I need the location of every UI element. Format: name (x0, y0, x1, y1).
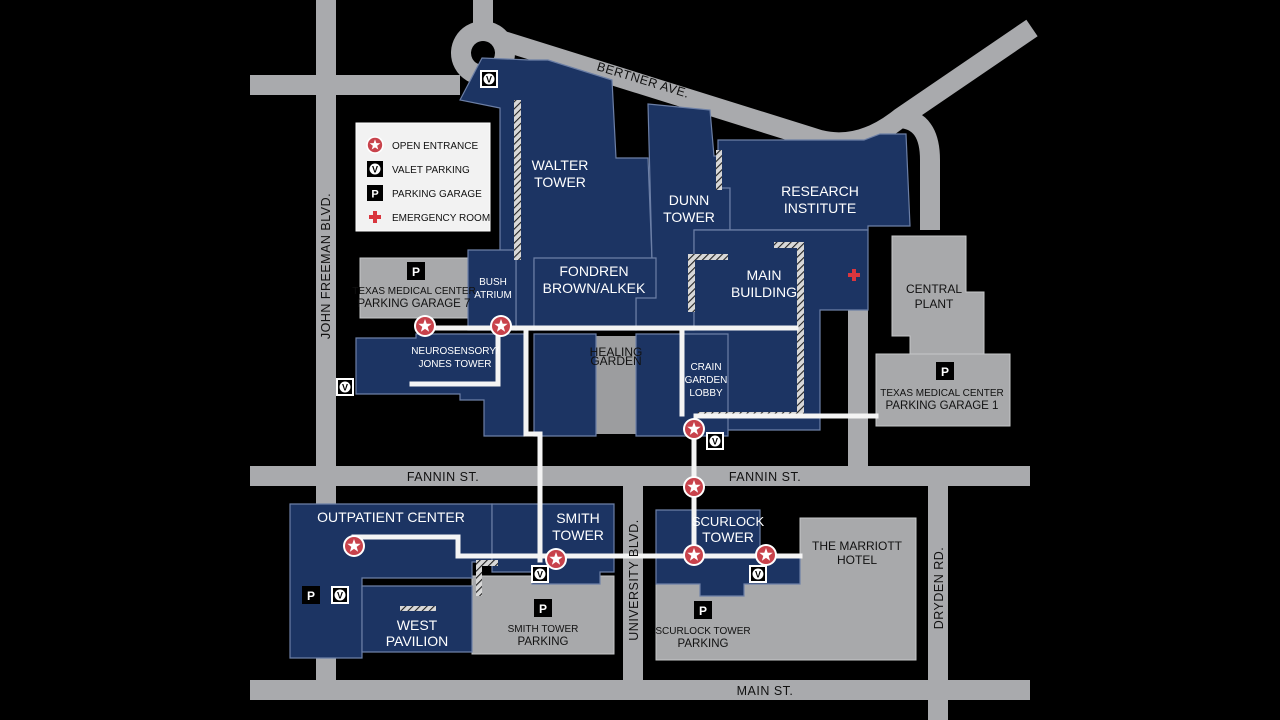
svg-text:P: P (699, 604, 707, 618)
parking-icon[interactable]: P (302, 586, 320, 604)
center-block (533, 333, 597, 437)
skybridge-smith-b (476, 560, 498, 566)
parking-icon[interactable]: P (407, 262, 425, 280)
west-pavilion (361, 585, 473, 653)
entrance-star-icon[interactable] (490, 315, 512, 337)
road-label-university: UNIVERSITY BLVD. (627, 519, 641, 640)
valet-icon[interactable]: V (331, 586, 349, 604)
entrance-star-icon[interactable] (414, 315, 436, 337)
cross-icon (369, 211, 381, 223)
entrance-star-icon[interactable] (755, 544, 777, 566)
svg-text:V: V (537, 570, 543, 580)
road-label-fannin-west: FANNIN ST. (407, 470, 479, 484)
walkway-fannin-left (523, 327, 543, 563)
legend-label: OPEN ENTRANCE (392, 141, 478, 152)
walkway-neuro (409, 335, 501, 387)
valet-icon[interactable]: V (749, 565, 767, 583)
skybridge-walter (514, 100, 521, 260)
svg-text:V: V (712, 437, 718, 447)
skybridge-dunn-b (688, 254, 728, 260)
valet-icon[interactable]: V (706, 432, 724, 450)
skybridge-west (400, 606, 436, 611)
road-bertner-spur (898, 108, 940, 230)
entrance-star-icon[interactable] (683, 476, 705, 498)
outpatient-center-label: OUTPATIENT CENTER (317, 509, 465, 525)
skybridge-main-a (774, 242, 802, 248)
svg-text:P: P (539, 602, 547, 616)
legend-label: VALET PARKING (392, 165, 470, 176)
parking-icon[interactable]: P (694, 601, 712, 619)
svg-text:V: V (755, 570, 761, 580)
skybridge-main-b (797, 242, 804, 416)
legend-item-open-entrance: OPEN ENTRANCE (366, 136, 478, 154)
parking-icon: P (367, 185, 383, 201)
road-label-fannin-east: FANNIN ST. (729, 470, 801, 484)
valet-icon[interactable]: V (480, 70, 498, 88)
legend-item-parking: P PARKING GARAGE (367, 185, 482, 201)
skybridge-research (716, 150, 722, 190)
entrance-star-icon[interactable] (343, 535, 365, 557)
gray-parcels (359, 235, 1011, 661)
parking-icon[interactable]: P (936, 362, 954, 380)
research-institute (717, 133, 911, 231)
legend-label: EMERGENCY ROOM (392, 213, 490, 224)
road-label-john-freeman: JOHN FREEMAN BLVD. (319, 193, 333, 339)
skybridge-smith (476, 560, 482, 596)
svg-text:V: V (337, 591, 343, 601)
road-label-main: MAIN ST. (737, 684, 794, 698)
healing-garden (596, 336, 636, 434)
svg-text:P: P (371, 189, 378, 201)
neuro-label: NEUROSENSORY/JONES TOWER (411, 346, 499, 370)
svg-text:P: P (412, 265, 420, 279)
emergency-cross-icon[interactable] (848, 269, 860, 281)
legend: OPEN ENTRANCE V VALET PARKING P PARKING … (355, 122, 491, 232)
entrance-star-icon[interactable] (683, 544, 705, 566)
svg-text:V: V (372, 165, 378, 175)
parking-icon[interactable]: P (534, 599, 552, 617)
valet-icon[interactable]: V (336, 378, 354, 396)
svg-text:V: V (342, 383, 348, 393)
svg-text:P: P (307, 589, 315, 603)
map-icons: V V V V V V P P P P P (302, 70, 954, 619)
valet-icon[interactable]: V (531, 565, 549, 583)
entrance-star-icon[interactable] (683, 418, 705, 440)
legend-item-valet: V VALET PARKING (367, 161, 470, 177)
entrance-star-icon[interactable] (545, 548, 567, 570)
svg-text:P: P (941, 365, 949, 379)
walkway-south (351, 534, 803, 559)
svg-text:V: V (486, 75, 492, 85)
legend-label: PARKING GARAGE (392, 189, 482, 200)
legend-item-emergency: EMERGENCY ROOM (369, 211, 490, 224)
star-icon (366, 136, 384, 154)
skybridge-dunn-a (688, 254, 695, 312)
valet-icon: V (367, 161, 383, 177)
smith-tower (491, 503, 615, 585)
road-label-dryden: DRYDEN RD. (932, 547, 946, 630)
walkways (351, 325, 879, 563)
